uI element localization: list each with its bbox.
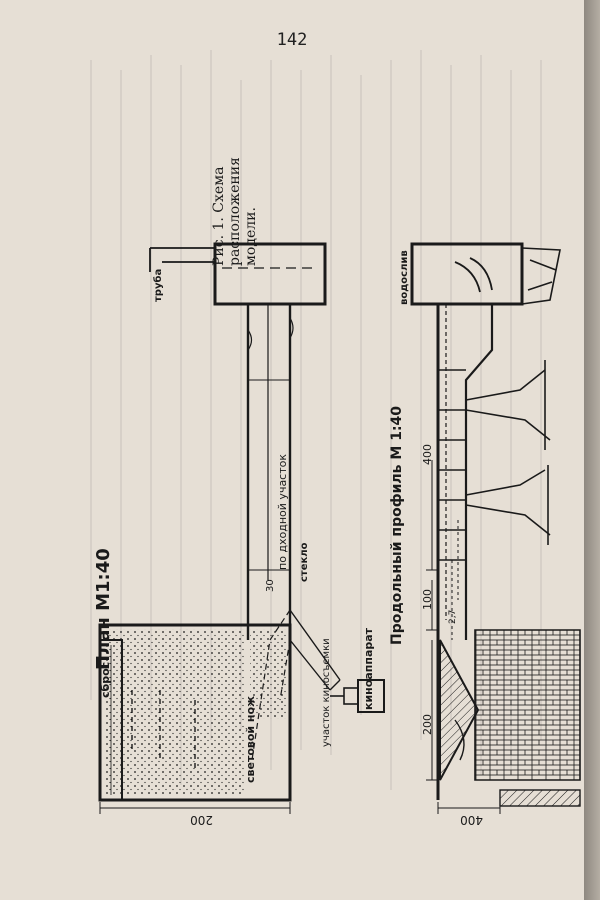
profile-dim-2-7: 2,7 bbox=[448, 609, 458, 624]
plan-discharge-channel bbox=[99, 639, 123, 801]
model-layout-drawing bbox=[98, 242, 581, 814]
glass-label: стекло bbox=[299, 542, 310, 583]
caption-line-1: Рис. 1. Схема bbox=[211, 166, 227, 266]
caption-line-3: модели. bbox=[243, 207, 259, 266]
profile-title: Продольный профиль М 1:40 bbox=[389, 405, 405, 645]
plan-camera-fan bbox=[289, 609, 341, 691]
profile-dam bbox=[439, 639, 480, 781]
plan-tank bbox=[213, 242, 327, 306]
light-knife-label: световой нож bbox=[244, 695, 257, 783]
profile-view bbox=[410, 242, 581, 814]
profile-tank bbox=[410, 242, 524, 306]
document-page: 142 bbox=[0, 0, 584, 900]
profile-dim-100: 100 bbox=[421, 589, 434, 610]
filming-section-label: участок киносъемки bbox=[321, 638, 332, 747]
profile-brick-wall bbox=[474, 629, 581, 781]
plan-pipe bbox=[149, 247, 215, 272]
plan-view bbox=[98, 242, 385, 814]
camera-label: киноаппарат bbox=[362, 627, 375, 710]
plan-dim-200: 200 bbox=[190, 813, 213, 827]
profile-supports bbox=[438, 360, 551, 561]
book-edge bbox=[584, 0, 600, 900]
page-number: 142 bbox=[276, 30, 308, 50]
approach-section-label: по дходной участок bbox=[276, 453, 289, 570]
profile-dim-400-bottom: 400 bbox=[460, 813, 483, 827]
profile-flume-top bbox=[464, 304, 494, 640]
profile-dim-400: 400 bbox=[421, 444, 434, 465]
plan-dim-30: 30 bbox=[265, 579, 276, 592]
profile-tank-support bbox=[521, 247, 561, 305]
pipe-label: труба bbox=[153, 268, 164, 302]
discharge-label: сброс bbox=[99, 661, 112, 698]
figure-caption: Рис. 1. Схема расположения модели. bbox=[211, 56, 259, 266]
profile-water-surface bbox=[451, 520, 459, 640]
profile-dim-200: 200 bbox=[421, 714, 434, 735]
spillway-label: водослив bbox=[399, 250, 410, 305]
caption-line-2: расположения bbox=[227, 157, 243, 266]
